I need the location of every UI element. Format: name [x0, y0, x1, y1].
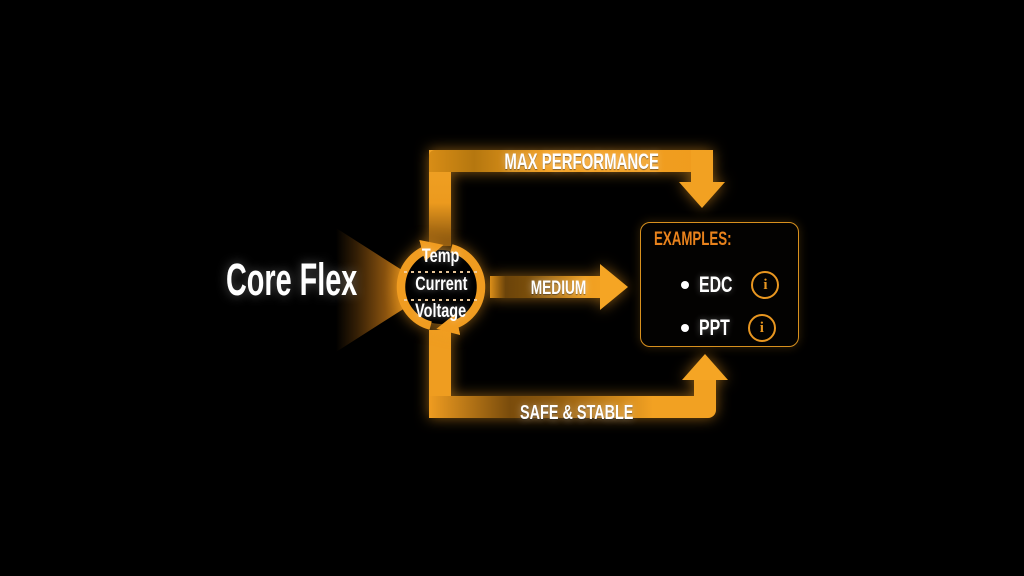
info-icon[interactable]: i: [751, 271, 780, 299]
cycle-item-temp: Temp: [422, 246, 460, 267]
divider: [404, 271, 479, 273]
examples-panel: EXAMPLES: EDC i PPT i: [640, 222, 799, 347]
path-segment: [490, 276, 602, 298]
cycle-arrows-icon: [396, 239, 486, 336]
medium-arrow: [488, 264, 630, 310]
list-item-ppt: PPT i: [641, 313, 798, 343]
bullet-icon: [681, 324, 689, 332]
path-segment: [694, 380, 716, 398]
safe-stable-label: SAFE & STABLE: [519, 401, 634, 424]
page-title: Core Flex: [226, 254, 358, 305]
arrow-right-icon: [600, 264, 628, 310]
medium-label: MEDIUM: [531, 278, 587, 299]
path-segment: [429, 150, 712, 172]
safe-stable-path: [429, 330, 729, 422]
arrow-down-icon: [679, 182, 725, 208]
cycle-item-current: Current: [414, 274, 468, 295]
arrow-up-icon: [682, 354, 728, 380]
path-segment: [429, 150, 451, 246]
examples-heading: EXAMPLES:: [654, 229, 732, 250]
info-icon[interactable]: i: [747, 314, 776, 342]
divider: [404, 299, 479, 301]
bullet-icon: [681, 281, 689, 289]
path-segment: [691, 150, 713, 184]
path-segment: [429, 396, 716, 418]
list-item-edc: EDC i: [641, 270, 798, 300]
max-performance-path: [429, 150, 729, 246]
max-performance-label: MAX PERFORMANCE: [504, 149, 659, 174]
cycle-item-voltage: Voltage: [415, 301, 467, 322]
